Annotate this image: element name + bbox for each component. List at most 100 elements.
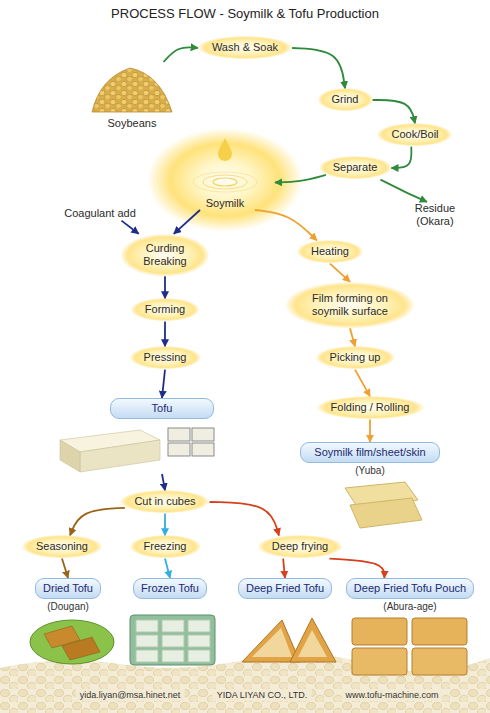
- flow-arrow: [255, 210, 317, 240]
- tofu-pouch-picture: [412, 618, 467, 645]
- soybean-pile: [92, 68, 172, 112]
- node-text: Pressing: [144, 351, 187, 364]
- flow-arrow: [275, 175, 326, 183]
- footer-text: yida.liyan@msa.hinet.net: [76, 689, 185, 701]
- process-step: Cook/Boil: [377, 123, 452, 146]
- product-band: Tofu: [105, 398, 220, 474]
- tofu-picture: [60, 440, 80, 472]
- tofu-pouch-picture: [352, 618, 407, 645]
- flow-arrow: [164, 322, 166, 347]
- process-step: Pressing: [130, 346, 201, 369]
- flow-arrow: [121, 221, 138, 234]
- process-step: Forming: [131, 298, 199, 321]
- oval-glow: [297, 240, 363, 263]
- flow-arrow: [165, 559, 170, 578]
- dried-tofu-picture: [30, 620, 114, 664]
- oval-glow: [130, 346, 201, 369]
- tofu-pouch-picture: [352, 648, 407, 675]
- deep-fried-tofu-picture: [298, 630, 327, 657]
- flow-arrow: [369, 420, 371, 442]
- product-band: Dried Tofu (Dougan): [35, 578, 101, 613]
- flow-arrow: [70, 508, 125, 536]
- tofu-picture: [80, 440, 160, 472]
- flow-arrow: [391, 147, 411, 168]
- flow-arrow: [62, 559, 68, 578]
- frozen-tofu-picture: [162, 650, 184, 662]
- plain-node: Coagulant add: [64, 207, 136, 220]
- node-text: Dried Tofu: [35, 578, 101, 599]
- frozen-tofu-picture: [188, 650, 210, 662]
- process-step: Freezing: [130, 535, 201, 558]
- frozen-tofu-picture: [162, 635, 184, 647]
- node-text: (Dougan): [47, 601, 89, 613]
- illustrated-node: Soybeans: [87, 62, 177, 130]
- node-text: Grind: [332, 93, 359, 106]
- oval-glow: [319, 156, 392, 179]
- node-text: (Abura-age): [383, 601, 436, 613]
- node-text: (Yuba): [355, 465, 384, 477]
- illustrated-node: Soymilk: [175, 160, 275, 210]
- frozen-tofu-picture: [130, 615, 215, 665]
- oval-glow: [258, 535, 342, 558]
- process-step: Deep frying: [258, 535, 342, 558]
- flow-arrow: [164, 276, 166, 298]
- deep-fried-tofu-picture: [290, 618, 336, 662]
- soymilk-glow: [147, 128, 303, 232]
- node-text: Cut in cubes: [134, 495, 195, 508]
- product-band: Deep Fried Tofu Pouch(Abura-age): [346, 578, 474, 613]
- process-step: Film forming on soymilk surface: [286, 282, 414, 328]
- oval-glow: [131, 298, 199, 321]
- tofu-picture: [192, 428, 214, 441]
- tofu-pouch-picture: [412, 648, 467, 675]
- dried-tofu-picture: [30, 620, 114, 664]
- node-text: Film forming on soymilk surface: [304, 292, 396, 318]
- oval-glow: [22, 535, 102, 558]
- deep-fried-tofu-picture: [242, 620, 300, 662]
- flow-arrow: [350, 328, 355, 346]
- frozen-tofu-picture: [162, 620, 184, 632]
- deep-fried-tofu-picture: [252, 628, 292, 657]
- tofu-pouch-picture: [352, 618, 467, 675]
- soymilk-glow: [193, 172, 257, 192]
- process-step: Seasoning: [22, 535, 102, 558]
- process-step: Cut in cubes: [120, 490, 209, 513]
- flow-arrow: [283, 559, 285, 578]
- node-text: Soymilk film/sheet/skin: [300, 442, 440, 463]
- product-band: Frozen Tofu: [133, 578, 207, 599]
- dried-tofu-picture: [62, 637, 100, 660]
- oval-glow: [317, 396, 424, 419]
- node-text: Wash & Soak: [212, 41, 278, 54]
- node-text: Picking up: [330, 351, 381, 364]
- node-text: Coagulant add: [64, 207, 136, 220]
- node-text: Tofu: [110, 398, 214, 419]
- oval-glow: [198, 36, 292, 59]
- oval-glow: [121, 234, 209, 276]
- tofu-picture: [168, 443, 190, 456]
- frozen-tofu-picture: [188, 620, 210, 632]
- process-step: Curding Breaking: [121, 234, 209, 276]
- tofu-picture: [168, 428, 190, 441]
- node-text: Seasoning: [36, 540, 88, 553]
- flow-arrow: [174, 210, 200, 234]
- node-text: (Okara): [416, 215, 453, 228]
- frozen-tofu-picture: [136, 650, 158, 662]
- plain-node: Residue(Okara): [415, 202, 455, 228]
- footer-text: www.tofu-machine.com: [341, 689, 442, 701]
- yuba-picture: [350, 498, 422, 528]
- flow-arrow: [210, 502, 279, 535]
- node-text: Freezing: [144, 540, 187, 553]
- flow-arrow: [162, 474, 165, 490]
- connectors: [62, 47, 427, 578]
- deep-fried-tofu-picture: [242, 618, 336, 662]
- node-text: Residue: [415, 202, 455, 215]
- product-band: Deep Fried Tofu: [238, 578, 332, 599]
- oval-glow: [130, 535, 201, 558]
- node-text: Deep Fried Tofu: [238, 578, 332, 599]
- oval-glow: [286, 282, 414, 328]
- process-step: Wash & Soak: [198, 36, 292, 59]
- node-text: Separate: [333, 161, 378, 174]
- oval-glow: [377, 123, 452, 146]
- flow-arrow: [372, 100, 415, 123]
- node-text: Frozen Tofu: [133, 578, 207, 599]
